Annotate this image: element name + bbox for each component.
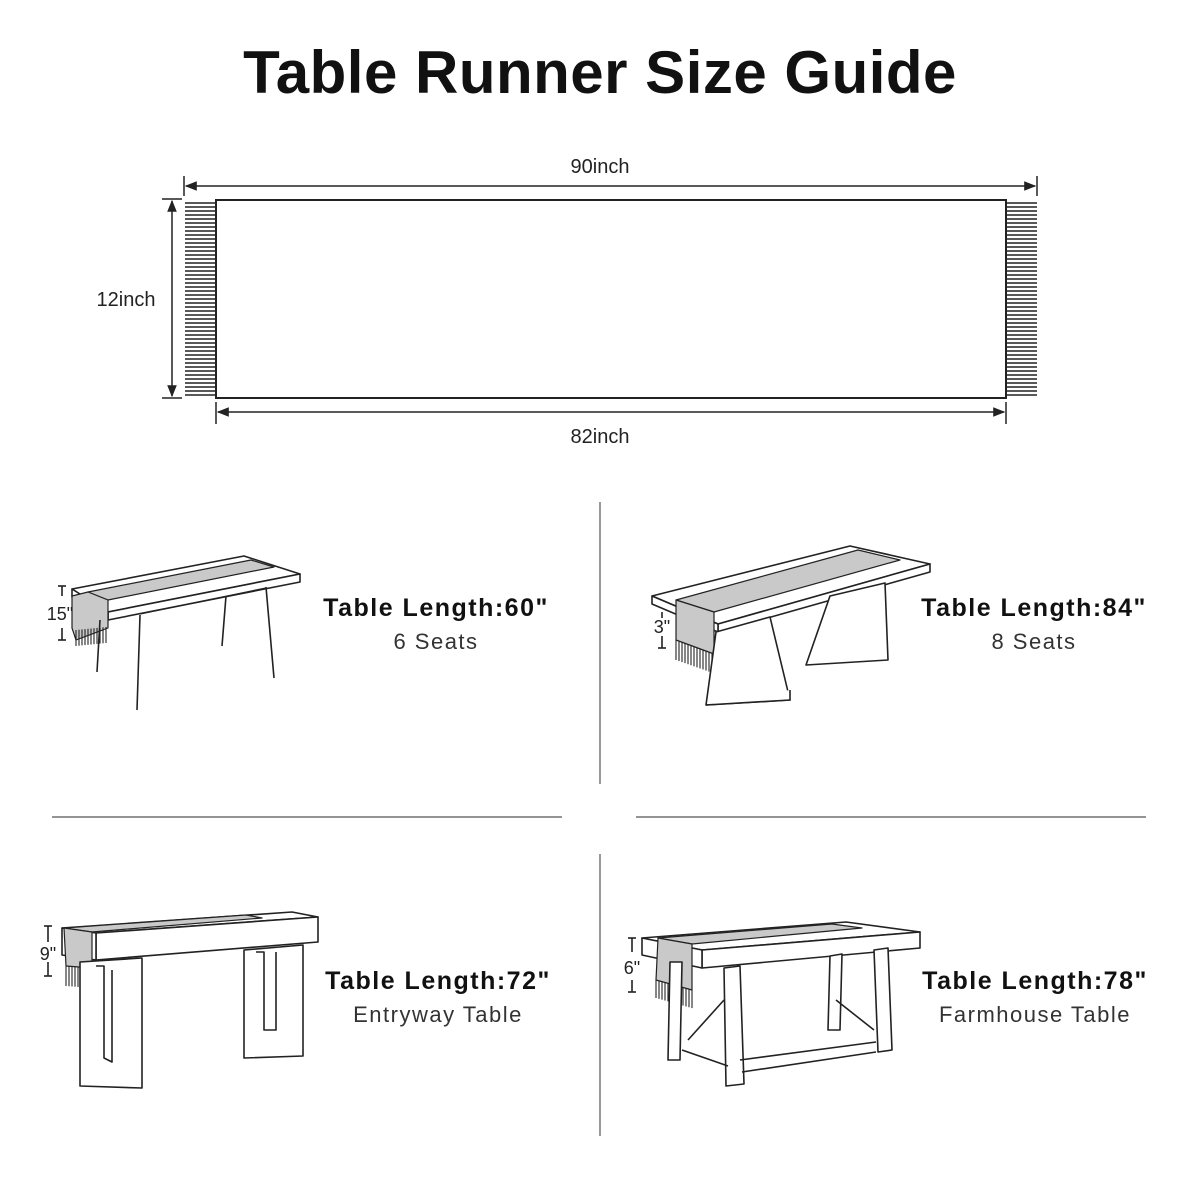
table-length-60: Table Length:60" <box>323 594 549 622</box>
runner-diagram <box>162 176 1038 424</box>
table-info-84: Table Length:84" 8 Seats <box>884 594 1184 655</box>
table-info-78: Table Length:78" Farmhouse Table <box>885 967 1185 1028</box>
table-info-72: Table Length:72" Entryway Table <box>288 967 588 1028</box>
page-title: Table Runner Size Guide <box>243 39 957 106</box>
table-description-72: Entryway Table <box>353 1002 523 1027</box>
table-illustration-60 <box>58 555 301 711</box>
table-illustration-72 <box>44 911 319 1089</box>
width-label: 12inch <box>97 289 156 311</box>
table-description-78: Farmhouse Table <box>938 1002 1132 1027</box>
table-length-84: Table Length:84" <box>921 594 1147 622</box>
drop-label-60: 15" <box>47 604 73 624</box>
table-length-78: Table Length:78" <box>922 967 1148 995</box>
drop-label-72: 9" <box>40 944 56 964</box>
table-description-84: 8 Seats <box>991 629 1077 654</box>
total-length-label: 90inch <box>571 156 630 178</box>
table-length-72: Table Length:72" <box>325 967 551 995</box>
grid-dividers <box>52 502 1146 1136</box>
drop-label-78: 6" <box>624 958 640 978</box>
table-description-60: 6 Seats <box>393 629 479 654</box>
body-length-label: 82inch <box>571 426 630 448</box>
table-illustration-78 <box>628 921 921 1087</box>
table-illustration-84 <box>651 545 931 706</box>
runner-fringe-left <box>185 202 216 396</box>
drop-label-84: 3" <box>654 617 670 637</box>
runner-body <box>215 199 1007 399</box>
runner-fringe-right <box>1006 202 1037 396</box>
table-info-60: Table Length:60" 6 Seats <box>286 594 586 655</box>
